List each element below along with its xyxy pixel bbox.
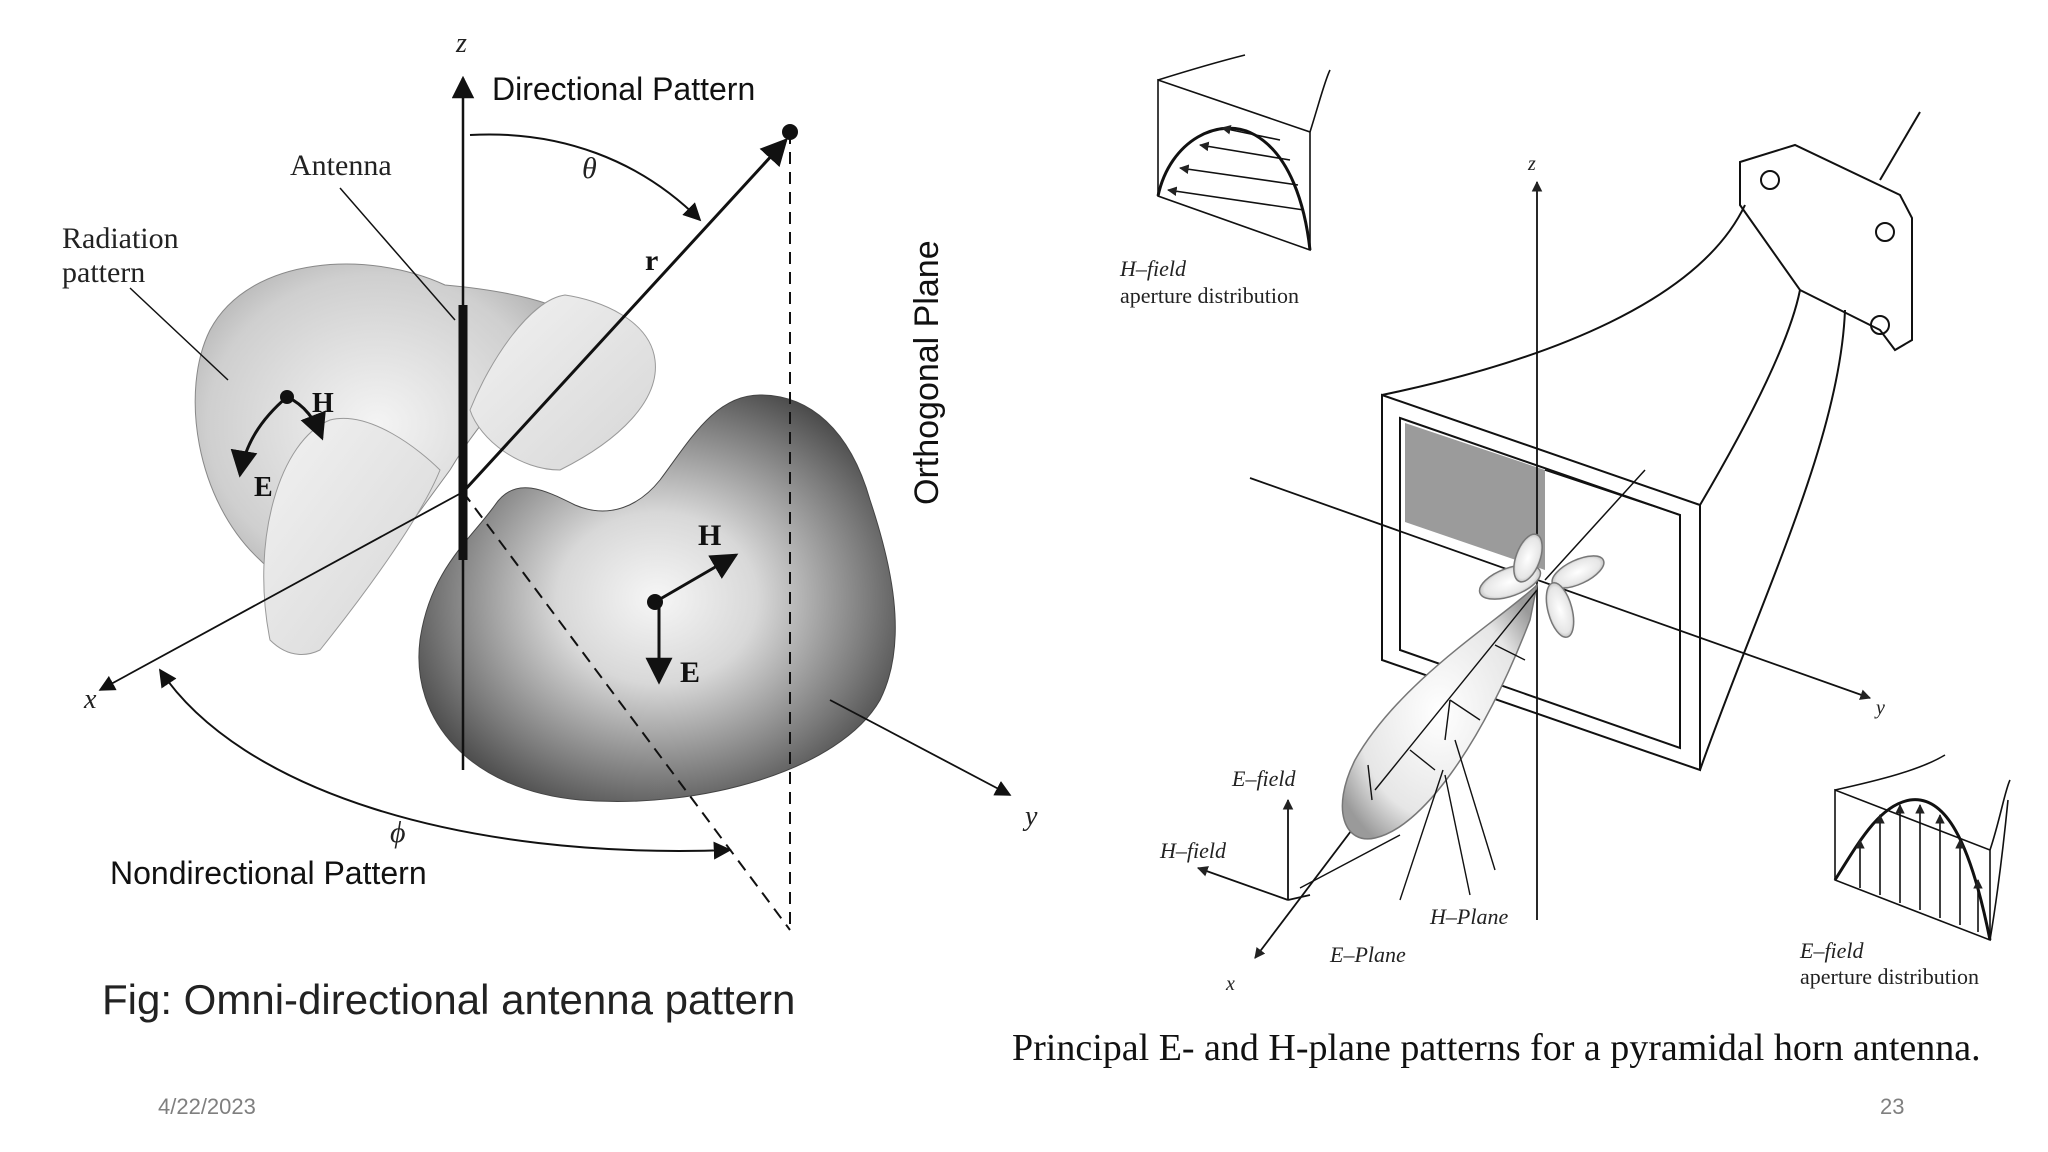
left-figure-caption: Fig: Omni-directional antenna pattern xyxy=(102,976,796,1023)
orthogonal-plane-label: Orthogonal Plane xyxy=(908,240,946,505)
horn-radiation-lobes xyxy=(1341,533,1605,840)
h-field-aperture-label-line1: H–field xyxy=(1119,256,1187,281)
small-h-label: H xyxy=(312,388,334,419)
radiation-leader-line xyxy=(129,287,229,381)
x-axis-label: x xyxy=(83,684,97,715)
antenna-label: Antenna xyxy=(290,149,392,182)
big-h-label: H xyxy=(698,519,721,552)
z-axis-label: z xyxy=(455,28,467,59)
ground-projection-dashed xyxy=(462,491,791,931)
small-h-vector xyxy=(286,395,326,441)
e-field-aperture-label-line2: aperture distribution xyxy=(1800,964,1979,989)
big-h-vector xyxy=(654,553,739,604)
small-e-vector xyxy=(230,395,288,478)
antenna-leader-line xyxy=(339,187,456,321)
footer-page-number: 23 xyxy=(1880,1094,1905,1119)
radiation-pattern-label-line1: Radiation xyxy=(62,222,179,255)
h-field-label: H–field xyxy=(1159,838,1227,863)
big-e-label: E xyxy=(680,656,700,689)
nondirectional-pattern-label: Nondirectional Pattern xyxy=(110,855,427,891)
e-field-aperture-label-line1: E–field xyxy=(1799,938,1865,963)
horn-antenna-figure: H–field aperture distribution z y x E–fi… xyxy=(1119,54,2011,995)
side-lobe-up xyxy=(1513,533,1543,583)
h-field-aperture-label-line2: aperture distribution xyxy=(1120,283,1299,308)
theta-arc xyxy=(469,133,702,222)
r-vector xyxy=(461,138,788,494)
horn-x-axis-label: x xyxy=(1225,973,1235,995)
footer-date: 4/22/2023 xyxy=(158,1094,256,1119)
y-axis xyxy=(829,699,1012,796)
horn-y-axis-label: y xyxy=(1874,697,1885,719)
y-axis-label: y xyxy=(1022,801,1038,832)
waveguide-axis-line xyxy=(1544,469,1646,581)
x-axis xyxy=(98,491,464,691)
radiation-pattern-label-line2: pattern xyxy=(62,256,145,289)
e-field-aperture-inset xyxy=(1833,754,2011,942)
horn-z-axis-label: z xyxy=(1527,153,1536,175)
side-lobe-down-right xyxy=(1545,582,1575,638)
phi-label: ϕ xyxy=(390,816,406,849)
e-plane-label: E–Plane xyxy=(1329,942,1406,967)
directional-pattern-label: Directional Pattern xyxy=(492,71,755,107)
aperture-shaded-face xyxy=(1405,423,1545,570)
h-field-aperture-inset xyxy=(1156,54,1331,252)
omni-pattern-figure: z Directional Pattern Antenna θ r Radiat… xyxy=(62,28,1038,931)
small-e-label: E xyxy=(254,472,273,503)
h-plane-label: H–Plane xyxy=(1429,904,1508,929)
field-direction-axes xyxy=(1196,798,1311,901)
lobe-slice-face-left xyxy=(263,418,441,655)
phi-arc xyxy=(159,668,732,860)
right-figure-caption: Principal E- and H-plane patterns for a … xyxy=(1012,1027,1981,1069)
theta-label: θ xyxy=(582,152,597,185)
plane-construction-lines xyxy=(1299,589,1538,901)
e-field-label: E–field xyxy=(1231,766,1297,791)
main-beam-lobe xyxy=(1341,582,1539,840)
r-label: r xyxy=(645,244,658,277)
